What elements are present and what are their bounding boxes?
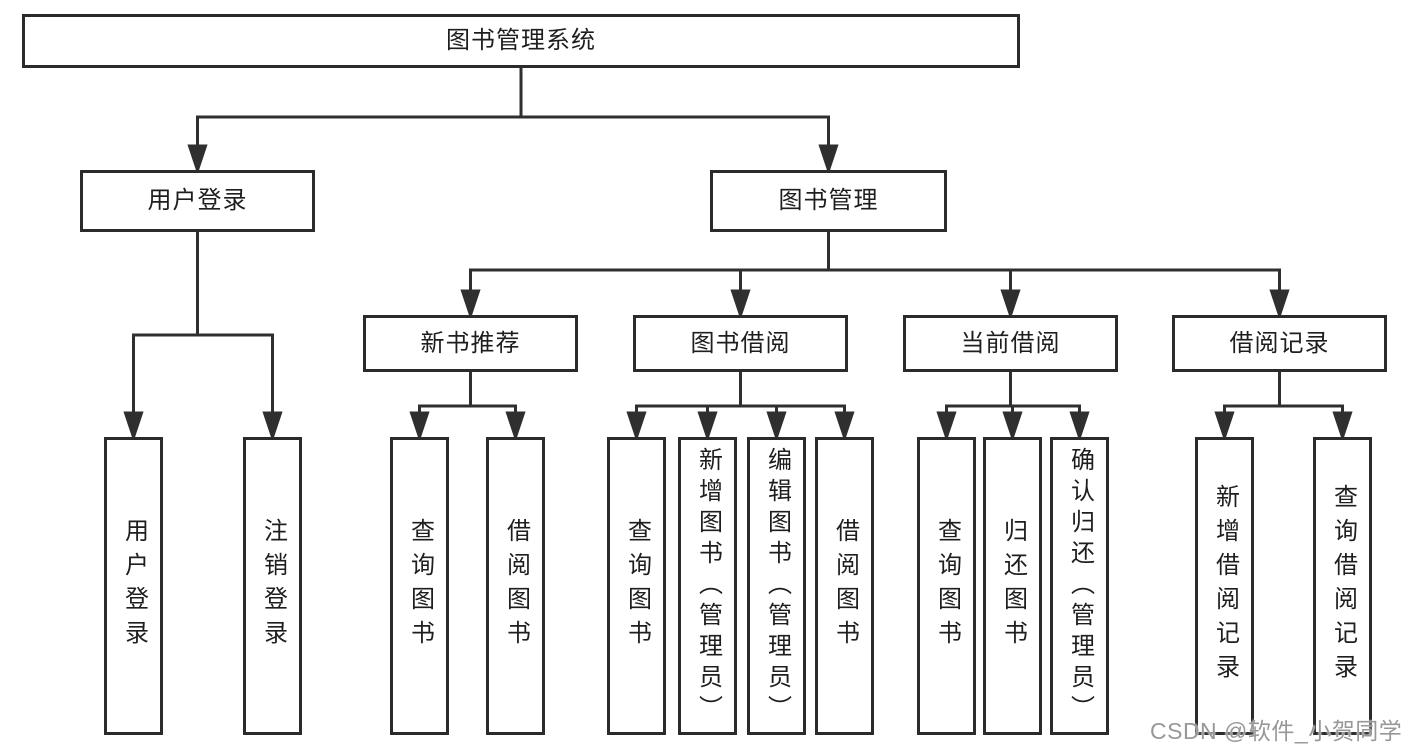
leaf-query-borrow-record: 查询借阅记录 bbox=[1313, 437, 1372, 735]
leaf-edit-books-admin: 编辑图书（管理员） bbox=[747, 437, 806, 735]
node-user-login: 用户登录 bbox=[80, 170, 315, 232]
leaf-logout-login: 注销登录 bbox=[243, 437, 302, 735]
node-book-management: 图书管理 bbox=[710, 170, 947, 232]
node-book-borrowing: 图书借阅 bbox=[633, 315, 848, 372]
leaf-add-books-admin: 新增图书（管理员） bbox=[678, 437, 737, 735]
node-library-management-system: 图书管理系统 bbox=[22, 14, 1020, 68]
node-current-borrowing: 当前借阅 bbox=[903, 315, 1118, 372]
node-borrowing-records: 借阅记录 bbox=[1172, 315, 1387, 372]
leaf-confirm-return-admin: 确认归还（管理员） bbox=[1050, 437, 1109, 735]
leaf-query-books-recommend: 查询图书 bbox=[390, 437, 449, 735]
leaf-query-books-current: 查询图书 bbox=[917, 437, 976, 735]
leaf-borrow-books-recommend: 借阅图书 bbox=[486, 437, 545, 735]
csdn-watermark: CSDN @软件_小贺同学 bbox=[1150, 718, 1403, 744]
leaf-borrow-books-borrowing: 借阅图书 bbox=[815, 437, 874, 735]
leaf-add-borrow-record: 新增借阅记录 bbox=[1195, 437, 1254, 735]
leaf-return-books: 归还图书 bbox=[983, 437, 1042, 735]
leaf-query-books-borrowing: 查询图书 bbox=[607, 437, 666, 735]
node-new-book-recommendation: 新书推荐 bbox=[363, 315, 578, 372]
leaf-user-login: 用户登录 bbox=[104, 437, 163, 735]
